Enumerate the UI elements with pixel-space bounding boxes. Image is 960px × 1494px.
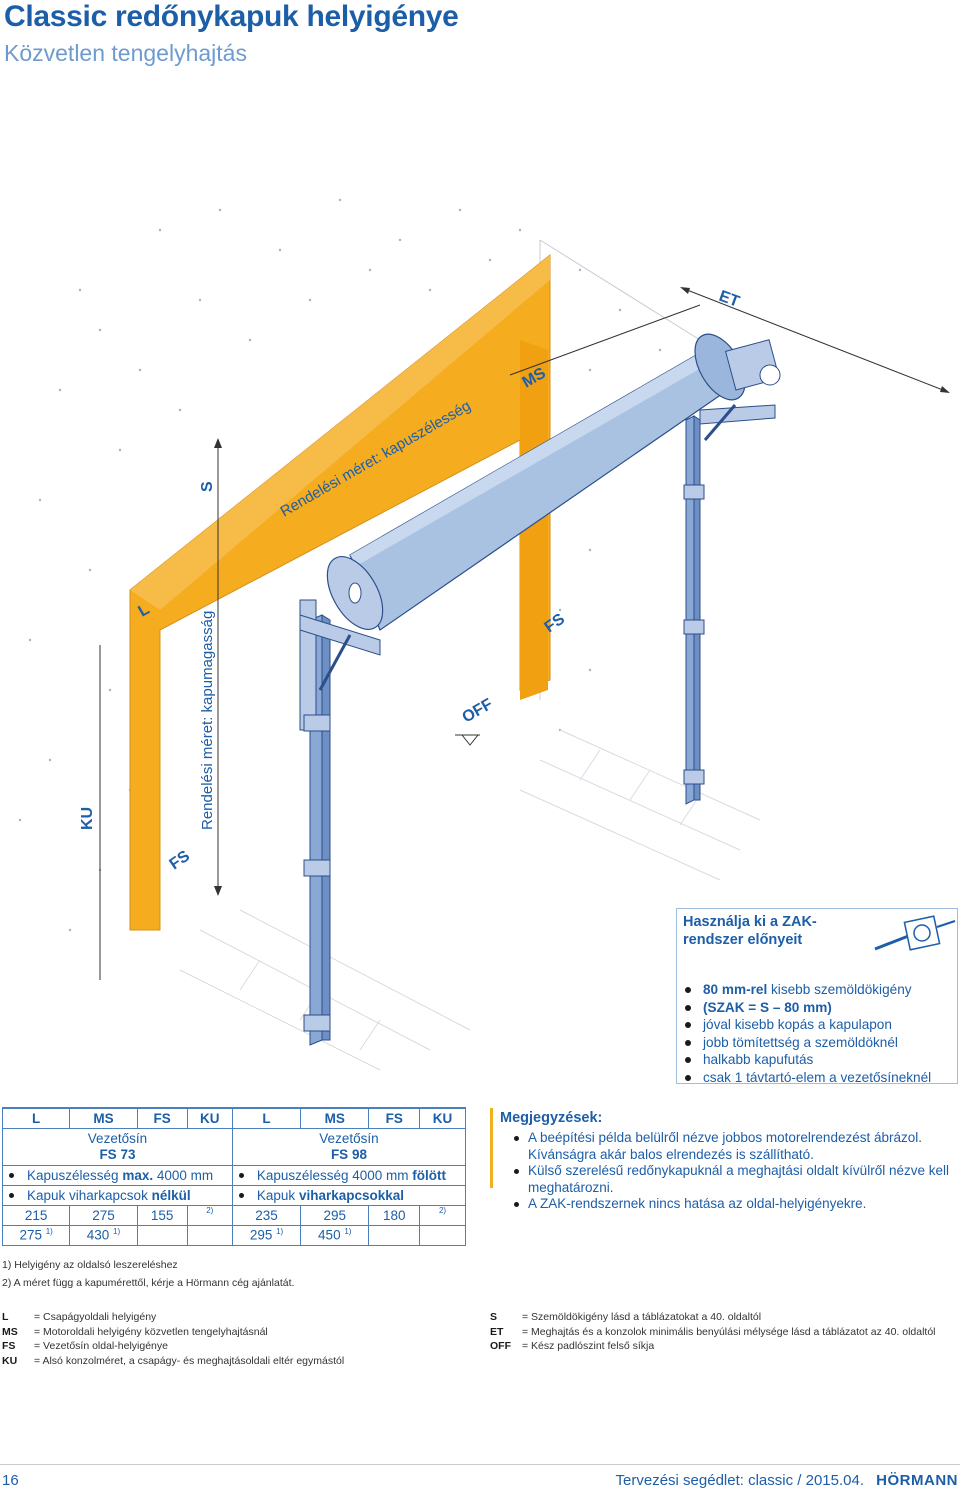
motor: [724, 339, 781, 391]
zak-item: csak 1 távtartó-elem a vezetősíneknél: [683, 1069, 931, 1087]
notes-title: Megjegyzések:: [500, 1110, 603, 1126]
page-subtitle: Közvetlen tengelyhajtás: [4, 40, 247, 66]
table-row: 275 1) 430 1) 295 1) 450 1): [1, 1224, 466, 1246]
label-off: OFF: [460, 696, 496, 727]
zak-title: Használja ki a ZAK- rendszer előnyeit: [683, 914, 817, 948]
condition-width-left: Kapuszélesség max. 4000 mm: [2, 1164, 233, 1186]
zak-bracket-icon: [874, 915, 956, 951]
left-bracket: [299, 614, 381, 656]
right-guide-rail: [683, 415, 705, 805]
table-row: 215 275 155 2) 235 295 180 2): [1, 1204, 466, 1226]
note-item: A beépítési példa belülről nézve jobbos …: [500, 1130, 956, 1163]
th-fs: FS: [368, 1107, 421, 1129]
legend-left: L= Csapágyoldali helyigény MS= Motorolda…: [2, 1311, 345, 1367]
roller-door-illustration: ET MS S Rendelési méret: kapuszélesség L…: [18, 198, 950, 1070]
rail-fs73-cell: Vezetősín FS 73: [2, 1127, 233, 1166]
page-number: 16: [2, 1472, 19, 1489]
notes-accent-bar: [490, 1108, 493, 1188]
condition-storm-right: Kapuk viharkapcsokkal: [231, 1184, 467, 1206]
space-requirement-table: L MS FS KU L MS FS KU Vezetősín FS 73 Ve…: [1, 1107, 467, 1246]
footnote-1: 1) Helyigény az oldalsó leszereléshez: [2, 1259, 178, 1271]
floor-bricks: [179, 729, 761, 1070]
table-row: Kapuk viharkapcsok nélkül Kapuk viharkap…: [2, 1184, 467, 1206]
footer-divider: [0, 1464, 960, 1465]
label-ku: KU: [79, 807, 96, 830]
zak-item: jobb tömítettség a szemöldöknél: [683, 1034, 931, 1052]
note-item: Külső szerelésű redőnykapuknál a meghajt…: [500, 1163, 956, 1196]
label-et: ET: [717, 288, 742, 311]
footer-text: Tervezési segédlet: classic / 2015.04.: [615, 1472, 864, 1489]
th-l: L: [1, 1107, 71, 1129]
condition-width-right: Kapuszélesség 4000 mm fölött: [231, 1164, 467, 1186]
zak-item: 80 mm-rel kisebb szemöldökigény: [683, 981, 931, 999]
rail-fs98-cell: Vezetősín FS 98: [231, 1127, 467, 1166]
left-guide-rail: [299, 599, 331, 1046]
label-order-height: Rendelési méret: kapumagasság: [199, 611, 216, 830]
label-fs-left: FS: [167, 847, 194, 873]
th-ms: MS: [69, 1107, 138, 1129]
table-row: Kapuszélesség max. 4000 mm Kapuszélesség…: [2, 1164, 467, 1186]
notes-section: Megjegyzések: A beépítési példa belülről…: [490, 1110, 956, 1213]
zak-item: halkabb kapufutás: [683, 1051, 931, 1069]
label-s: S: [199, 481, 216, 492]
th-ku: KU: [419, 1107, 466, 1129]
footnotes: 1) Helyigény az oldalsó leszereléshez 2)…: [2, 1256, 294, 1292]
right-bracket: [699, 404, 776, 425]
zak-benefits-box: Használja ki a ZAK- rendszer előnyeit 80…: [676, 908, 958, 1086]
th-ms: MS: [300, 1107, 370, 1129]
footnote-2: 2) A méret függ a kapumérettől, kérje a …: [2, 1277, 295, 1289]
roller-drum: [326, 333, 746, 631]
table-header-row: L MS FS KU L MS FS KU: [1, 1107, 466, 1129]
th-l: L: [231, 1107, 302, 1129]
page-title: Classic redőnykapuk helyigénye: [4, 0, 459, 33]
note-item: A ZAK-rendszernek nincs hatása az oldal-…: [500, 1196, 956, 1213]
condition-storm-left: Kapuk viharkapcsok nélkül: [2, 1184, 233, 1206]
zak-item: (SZAK = S – 80 mm): [683, 999, 931, 1017]
zak-list: 80 mm-rel kisebb szemöldökigény (SZAK = …: [683, 981, 931, 1086]
zak-item: jóval kisebb kopás a kapulapon: [683, 1016, 931, 1034]
table-row: Vezetősín FS 73 Vezetősín FS 98: [2, 1127, 467, 1166]
th-fs: FS: [136, 1107, 188, 1129]
brand-logo: HÖRMANN: [876, 1472, 958, 1489]
th-ku: KU: [186, 1107, 233, 1129]
legend-right: S= Szemöldökigény lásd a táblázatokat a …: [490, 1311, 936, 1352]
